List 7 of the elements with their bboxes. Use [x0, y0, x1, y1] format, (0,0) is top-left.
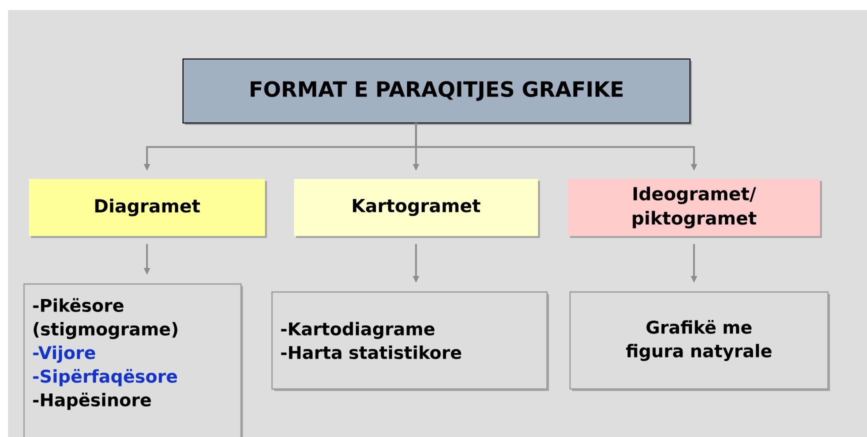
title-box: FORMAT E PARAQITJES GRAFIKE — [182, 58, 692, 125]
text-box: Grafikë me figura natyrale — [569, 291, 830, 391]
list-box: -Pikësore (stigmograme) -Vijore -Sipërfaqësore -Hapësinore — [23, 283, 243, 437]
list-box: -Kartodiagrame -Harta statistikore — [271, 291, 549, 391]
category-box: Kartogramet — [294, 179, 540, 238]
category-box: Ideogramet/ piktogramet — [568, 179, 822, 238]
category-box: Diagramet — [29, 179, 267, 238]
